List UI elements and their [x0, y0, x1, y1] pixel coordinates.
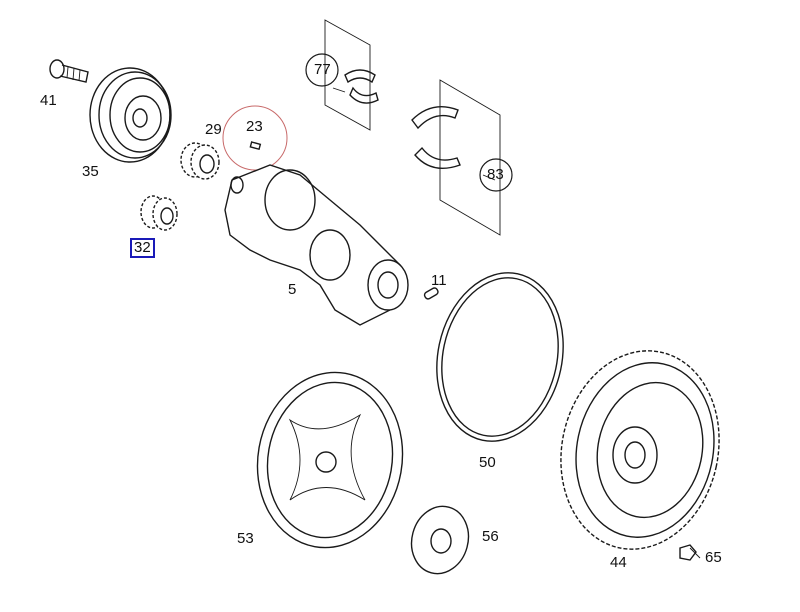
crankshaft-5-drawing[interactable]	[224, 164, 409, 326]
callout-56[interactable]: 56	[482, 528, 499, 545]
callout-77[interactable]: 77	[314, 61, 331, 78]
sprocket-32-drawing[interactable]	[140, 195, 178, 231]
sprocket-29-drawing[interactable]	[180, 142, 220, 180]
ring-50-drawing[interactable]	[422, 261, 579, 453]
callout-11[interactable]: 11	[431, 272, 447, 289]
callout-83[interactable]: 83	[487, 166, 504, 183]
callout-44[interactable]: 44	[610, 554, 627, 571]
pin-11-drawing[interactable]	[423, 287, 439, 300]
callout-65[interactable]: 65	[705, 549, 722, 566]
pulley-35-drawing[interactable]	[89, 67, 172, 163]
bolt-65-drawing[interactable]	[679, 544, 701, 561]
callout-41[interactable]: 41	[40, 92, 57, 109]
washer-56-drawing[interactable]	[404, 500, 476, 580]
drive-plate-53-drawing[interactable]	[244, 361, 416, 559]
callout-53[interactable]: 53	[237, 530, 254, 547]
callout-32-selected[interactable]: 32	[130, 238, 155, 258]
bolt-41-drawing[interactable]	[49, 59, 89, 83]
callout-50[interactable]: 50	[479, 454, 496, 471]
callout-5[interactable]: 5	[288, 281, 297, 298]
callout-23[interactable]: 23	[246, 118, 263, 135]
callout-29[interactable]: 29	[205, 121, 222, 138]
key-23-drawing[interactable]	[249, 141, 262, 151]
flywheel-44-drawing[interactable]	[543, 336, 737, 564]
highlight-circle-23	[222, 105, 288, 171]
callout-35[interactable]: 35	[82, 163, 99, 180]
bearing-shells-77-drawing[interactable]	[324, 19, 379, 131]
thrust-shells-83-drawing[interactable]	[411, 79, 501, 236]
